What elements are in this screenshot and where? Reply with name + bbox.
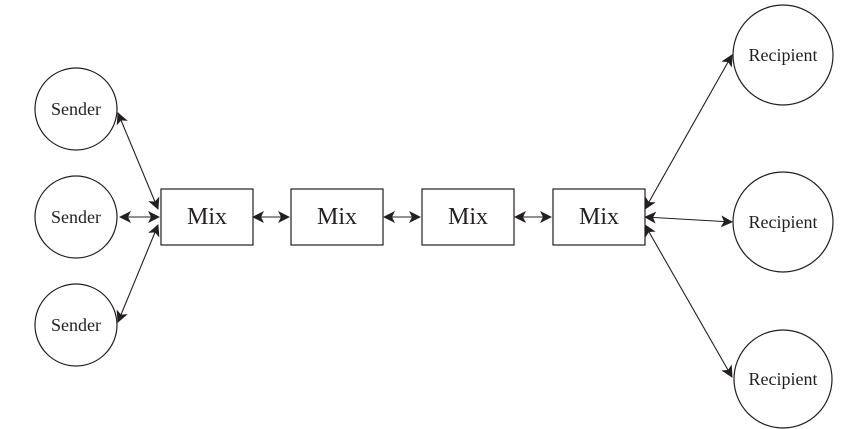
- edge-mix4-recipient2: [644, 211, 733, 228]
- sender-node-1: Sender: [34, 67, 118, 151]
- sender-label: Sender: [51, 99, 101, 119]
- recipient-node-1: Recipient: [732, 4, 834, 106]
- sender-node-3: Sender: [34, 283, 118, 367]
- recipient-label: Recipient: [749, 212, 818, 232]
- mix-node-2: Mix: [290, 188, 384, 246]
- edge-mix4-recipient3: [644, 224, 733, 378]
- mix-label: Mix: [448, 204, 488, 230]
- recipient-node-3: Recipient: [733, 329, 833, 429]
- recipient-node-2: Recipient: [732, 171, 834, 273]
- mix-label: Mix: [579, 204, 619, 230]
- recipient-label: Recipient: [749, 369, 818, 389]
- mix-node-4: Mix: [552, 188, 646, 246]
- edge-mix4-recipient1: [644, 54, 733, 210]
- mix-node-1: Mix: [160, 188, 254, 246]
- mix-label: Mix: [317, 204, 357, 230]
- sender-node-2: Sender: [34, 175, 118, 259]
- edge-sender1-mix1: [116, 112, 160, 210]
- mix-node-3: Mix: [421, 188, 515, 246]
- edge-sender3-mix1: [116, 224, 160, 323]
- sender-label: Sender: [51, 207, 101, 227]
- sender-label: Sender: [51, 315, 101, 335]
- recipient-label: Recipient: [749, 45, 818, 65]
- mix-label: Mix: [187, 204, 227, 230]
